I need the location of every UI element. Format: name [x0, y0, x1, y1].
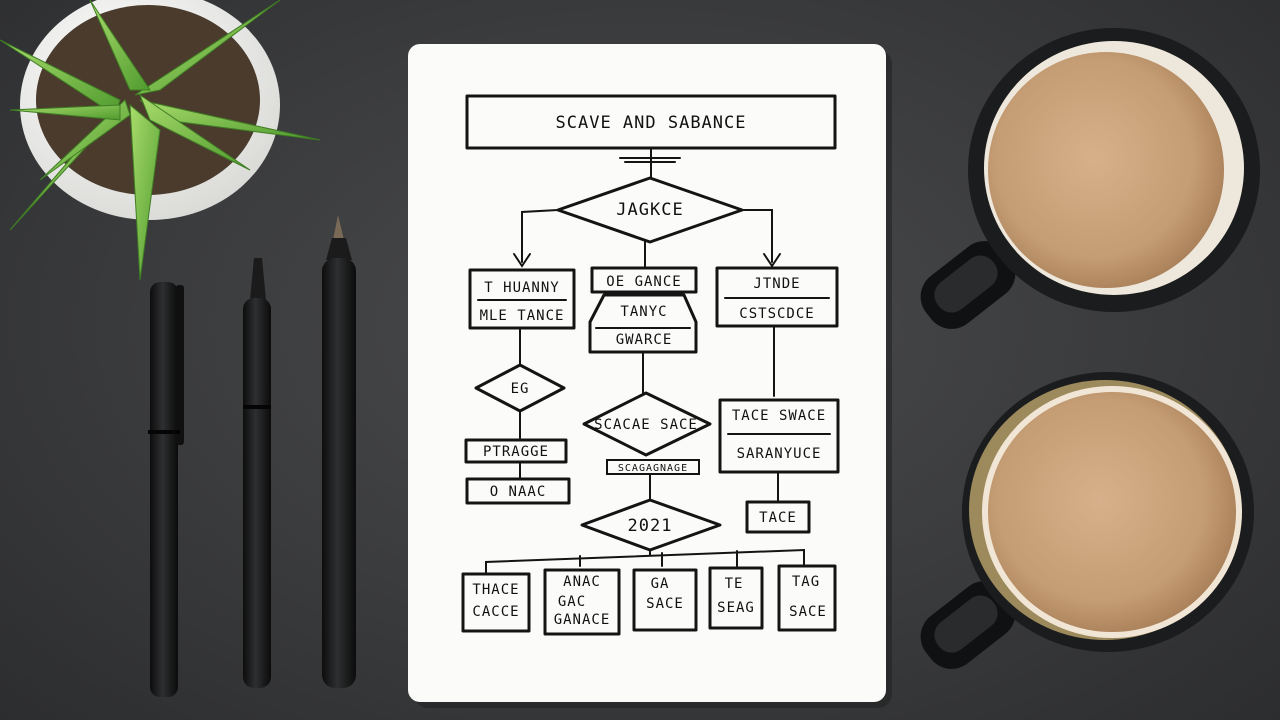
- decision-diamond-mid: [582, 391, 712, 457]
- left-box2-label: O NAAC: [490, 484, 547, 500]
- pen: [243, 258, 271, 688]
- right-box-line2: SARANYUCE: [737, 446, 822, 462]
- left-box1-label: PTRAGGE: [483, 444, 549, 460]
- process-box-mid-top: [590, 266, 698, 294]
- decision-left-label: EG: [511, 381, 530, 397]
- bottom-box-5-line1: TAG: [792, 574, 820, 590]
- bottom-box-3-line2: SACE: [646, 596, 684, 612]
- bottom-box-4-line2: SEAG: [717, 600, 755, 616]
- plant-leaves: [0, 0, 321, 281]
- process-right-line1: JTNDE: [753, 276, 800, 292]
- bottom-box-2-line1: ANAC: [563, 574, 601, 590]
- bottom-box-1-line1: THACE: [472, 582, 519, 598]
- coffee-mug: [920, 372, 1254, 669]
- bottom-box-1: [461, 572, 531, 633]
- process-box-mid: [588, 293, 698, 354]
- process-box-left: [468, 268, 576, 330]
- bottom-box-4-line1: TE: [725, 576, 744, 592]
- bottom-box-2-line3: GANACE: [554, 612, 611, 628]
- bottom-box-4: [708, 566, 764, 630]
- process-left-line1: T HUANNY: [484, 280, 559, 296]
- bottom-box-5-line2: SACE: [789, 604, 827, 620]
- decision-diamond-top: [556, 176, 744, 244]
- coffee-mug: [920, 28, 1260, 329]
- bottom-box-5: [777, 564, 837, 632]
- process-box-right-small: [745, 500, 811, 534]
- bottom-box-1-line2: CACCE: [472, 604, 519, 620]
- decision-mid-label: SCACAE SACE: [594, 417, 698, 433]
- notebook: SCAVE AND SABANCE JAGKCE T HUANNY MLE TA…: [408, 44, 892, 708]
- bottom-box-2-line2: GAC: [558, 594, 586, 610]
- bottom-box-2: [543, 568, 621, 636]
- right-small-label: TACE: [759, 510, 797, 526]
- decision-bottom-label: 2021: [628, 516, 673, 536]
- process-mid-line1: OE GANCE: [606, 274, 681, 290]
- notebook-page: [408, 44, 886, 702]
- decision-top-label: JAGKCE: [616, 200, 683, 220]
- process-right-line2: CSTSCDCE: [739, 306, 814, 322]
- process-box-right: [715, 266, 839, 328]
- process-box-left-3: [465, 477, 571, 505]
- succulent-plant: [0, 0, 321, 281]
- mid-bar-label: SCAGAGNAGE: [618, 463, 688, 474]
- process-bar-mid: [606, 459, 700, 475]
- process-mid-line3: GWARCE: [616, 332, 673, 348]
- process-mid-line2: TANYC: [620, 304, 667, 320]
- bottom-box-3-line1: GA: [651, 576, 670, 592]
- pen: [322, 215, 356, 688]
- process-box-left-2: [464, 438, 568, 464]
- bottom-box-3: [632, 568, 698, 632]
- flowchart-title: SCAVE AND SABANCE: [556, 113, 747, 133]
- right-box-line1: TACE SWACE: [732, 408, 826, 424]
- process-left-line2: MLE TANCE: [480, 308, 565, 324]
- pen: [148, 282, 184, 697]
